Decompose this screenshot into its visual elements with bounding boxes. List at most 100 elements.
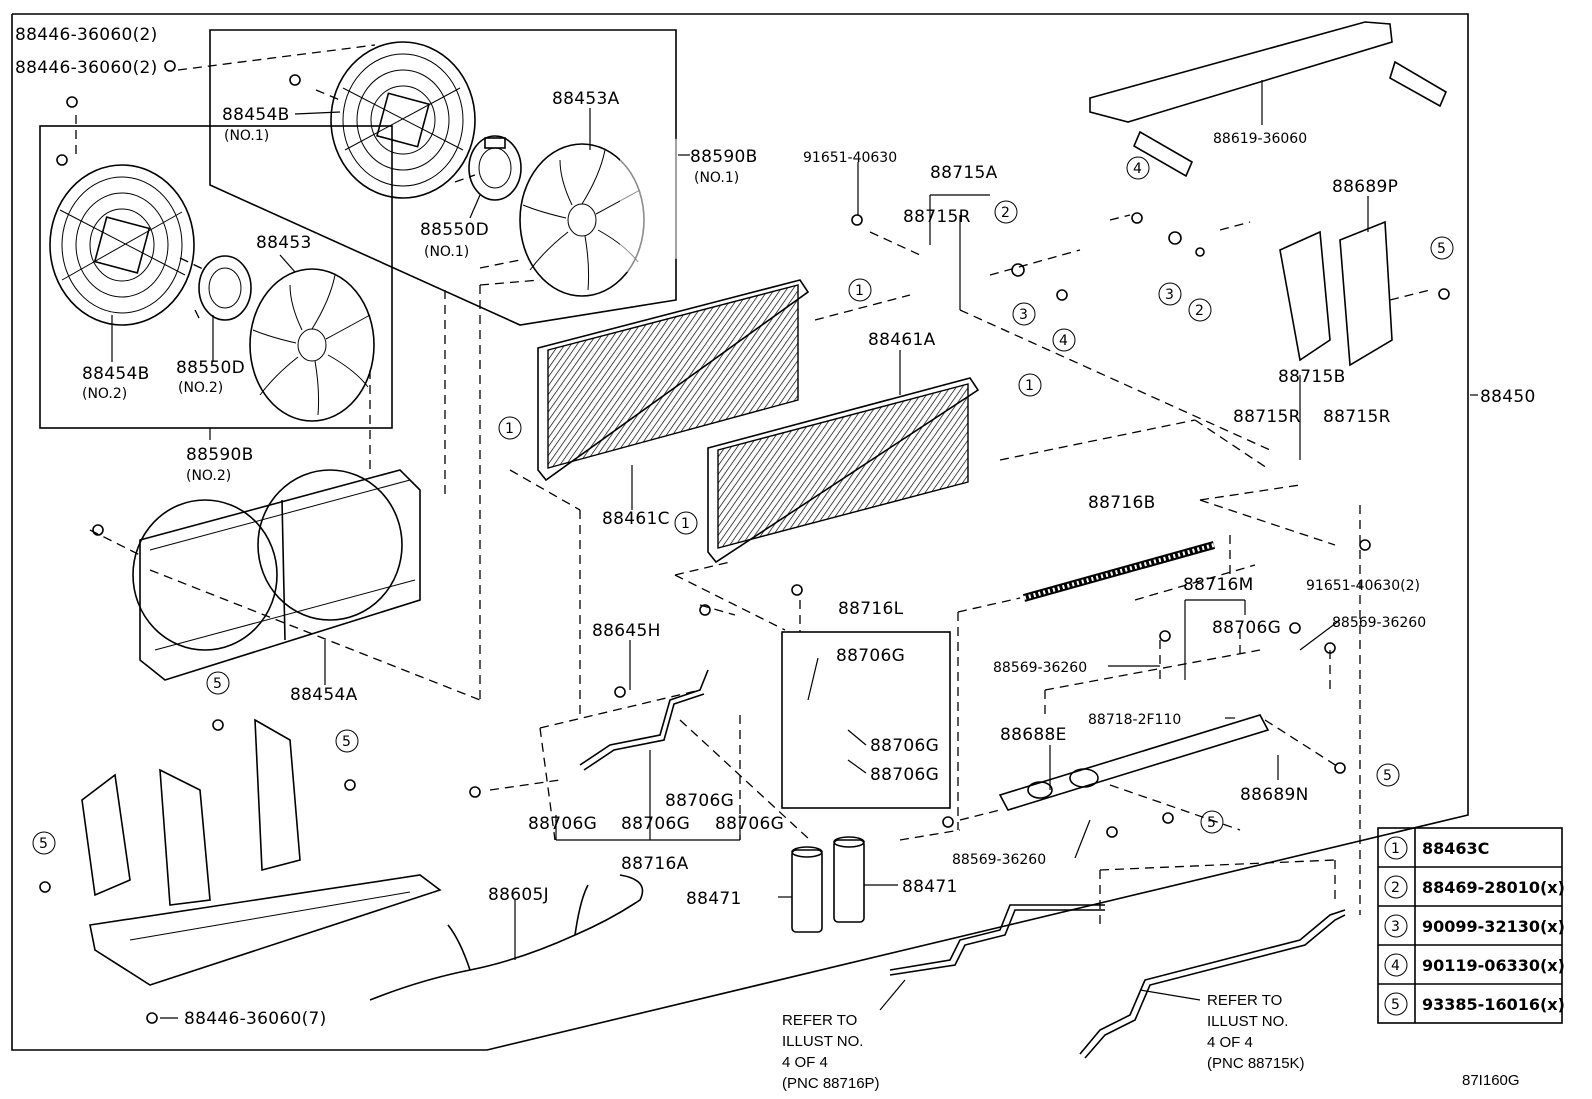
label-bolt-91651-2: 91651-40630(2) bbox=[1306, 578, 1420, 594]
svg-text:1: 1 bbox=[1391, 841, 1400, 857]
label-bracket-88688E: 88688E bbox=[1000, 725, 1067, 745]
svg-text:5: 5 bbox=[1391, 997, 1400, 1013]
fan-shroud-no2 bbox=[49, 164, 195, 326]
label-clip-88718: 88718-2F110 bbox=[1088, 712, 1181, 728]
fan-motor-no2 bbox=[198, 255, 252, 321]
label-bolt-bottom: 88446-36060(7) bbox=[184, 1009, 327, 1029]
label-motor-no2: 88550D bbox=[176, 358, 245, 378]
svg-text:(PNC 88716P): (PNC 88716P) bbox=[782, 1075, 880, 1092]
label-tube-88715A: 88715A bbox=[930, 163, 998, 183]
svg-text:93385-16016(x): 93385-16016(x) bbox=[1422, 995, 1565, 1014]
svg-text:ILLUST NO.: ILLUST NO. bbox=[1207, 1013, 1288, 1030]
receiver-dryer-left bbox=[791, 846, 823, 933]
svg-text:5: 5 bbox=[1437, 241, 1446, 257]
label-tube-88716B: 88716B bbox=[1088, 493, 1156, 513]
svg-text:90099-32130(x): 90099-32130(x) bbox=[1422, 917, 1565, 936]
label-tube-88715B: 88715B bbox=[1278, 367, 1346, 387]
svg-text:4: 4 bbox=[1059, 333, 1068, 349]
callout-1: 1 bbox=[674, 511, 698, 535]
label-clamp-88569-c: 88569-36260 bbox=[952, 852, 1046, 868]
label-oring-b1: 88706G bbox=[528, 814, 597, 834]
refer-note-right: REFER TO ILLUST NO. 4 OF 4 (PNC 88715K) bbox=[1207, 992, 1305, 1072]
callout-1: 1 bbox=[498, 416, 522, 440]
svg-text:4 OF 4: 4 OF 4 bbox=[782, 1054, 828, 1071]
callout-3: 3 bbox=[1158, 282, 1182, 306]
label-harness: 88605J bbox=[488, 885, 549, 905]
label-frame: 88454A bbox=[290, 685, 358, 705]
callout-4: 4 bbox=[1052, 328, 1076, 352]
callout-4: 4 bbox=[1126, 156, 1150, 180]
callout-markers: 1 1 1 1 2 2 3 3 4 4 5 5 5 5 5 5 bbox=[32, 156, 1454, 855]
callout-1: 1 bbox=[848, 278, 872, 302]
upper-cover bbox=[1089, 21, 1448, 178]
label-motor-no2-sub: (NO.2) bbox=[178, 380, 223, 396]
svg-text:1: 1 bbox=[1025, 378, 1034, 394]
callout-2: 2 bbox=[1188, 298, 1212, 322]
condenser-88461A bbox=[707, 377, 980, 564]
refrigerant-pipe-right bbox=[1079, 909, 1346, 1059]
label-shroud-no2-sub: (NO.2) bbox=[82, 386, 127, 402]
label-oring-l3: 88706G bbox=[870, 765, 939, 785]
label-clamp-88569-b: 88569-36260 bbox=[993, 660, 1087, 676]
svg-text:5: 5 bbox=[39, 836, 48, 852]
svg-text:2: 2 bbox=[1001, 205, 1010, 221]
legend-row-1: 1 88463C bbox=[1384, 836, 1489, 860]
fan-shroud-no1 bbox=[330, 41, 476, 199]
label-oring-b3: 88706G bbox=[665, 791, 734, 811]
label-bolt-top2: 88446-36060(2) bbox=[15, 58, 158, 78]
label-bracket-88689N: 88689N bbox=[1240, 785, 1309, 805]
refrigerant-pipe-left bbox=[889, 904, 1105, 976]
label-assy-no2-sub: (NO.2) bbox=[186, 468, 231, 484]
legend-row-3: 3 90099-32130(x) bbox=[1384, 914, 1565, 938]
group-box-88716L bbox=[781, 631, 951, 809]
label-switch-88645H: 88645H bbox=[592, 621, 661, 641]
tube-88716A bbox=[579, 669, 709, 771]
svg-text:5: 5 bbox=[213, 676, 222, 692]
label-assy-no1-sub: (NO.1) bbox=[694, 170, 739, 186]
label-motor-no1-sub: (NO.1) bbox=[424, 244, 469, 260]
label-oring-b4: 88706G bbox=[715, 814, 784, 834]
label-overall: 88450 bbox=[1480, 387, 1536, 407]
legend-row-2: 2 88469-28010(x) bbox=[1384, 875, 1565, 899]
callout-5: 5 bbox=[335, 729, 359, 753]
legend-row-4: 4 90119-06330(x) bbox=[1384, 953, 1565, 977]
wire-harness bbox=[369, 874, 644, 1001]
label-tube-88716A: 88716A bbox=[621, 854, 689, 874]
legend-table: 1 88463C 2 88469-28010(x) 3 90099-32130(… bbox=[1377, 827, 1565, 1024]
callout-5: 5 bbox=[1376, 763, 1400, 787]
fan-frame bbox=[132, 469, 421, 681]
label-receiver-1: 88471 bbox=[686, 889, 742, 909]
illustration-code: 87I160G bbox=[1462, 1072, 1520, 1089]
svg-text:(PNC 88715K): (PNC 88715K) bbox=[1207, 1055, 1305, 1072]
label-motor-no1: 88550D bbox=[420, 220, 489, 240]
svg-text:ILLUST NO.: ILLUST NO. bbox=[782, 1033, 863, 1050]
svg-text:3: 3 bbox=[1019, 307, 1028, 323]
fan-blade-no2 bbox=[249, 268, 375, 422]
callout-5: 5 bbox=[206, 671, 230, 695]
label-oring-l1: 88706G bbox=[836, 646, 905, 666]
svg-text:2: 2 bbox=[1195, 303, 1204, 319]
label-bolt-top1: 88446-36060(2) bbox=[15, 25, 158, 45]
bolts bbox=[39, 60, 1450, 1024]
svg-text:REFER TO: REFER TO bbox=[782, 1012, 857, 1029]
svg-text:1: 1 bbox=[855, 283, 864, 299]
label-bracket-88689P: 88689P bbox=[1332, 177, 1398, 197]
svg-text:4 OF 4: 4 OF 4 bbox=[1207, 1034, 1253, 1051]
assembly-boundary bbox=[11, 13, 1469, 1051]
label-tube-88716M: 88716M bbox=[1183, 575, 1254, 595]
label-assy-no1: 88590B bbox=[690, 147, 758, 167]
svg-text:88469-28010(x): 88469-28010(x) bbox=[1422, 878, 1565, 897]
label-shroud-no1-sub: (NO.1) bbox=[224, 128, 269, 144]
label-fan-no1: 88453A bbox=[552, 89, 620, 109]
bracket-88688E bbox=[998, 714, 1270, 811]
label-clamp-88569-a: 88569-36260 bbox=[1332, 615, 1426, 631]
svg-text:1: 1 bbox=[505, 421, 514, 437]
svg-text:2: 2 bbox=[1391, 880, 1400, 896]
label-receiver-2: 88471 bbox=[902, 877, 958, 897]
tube-88716B bbox=[1022, 541, 1216, 602]
label-tube-88715R-r: 88715R bbox=[1323, 407, 1391, 427]
svg-text:1: 1 bbox=[681, 516, 690, 532]
label-condenser-a: 88461A bbox=[868, 330, 936, 350]
skid-plate bbox=[89, 874, 442, 986]
